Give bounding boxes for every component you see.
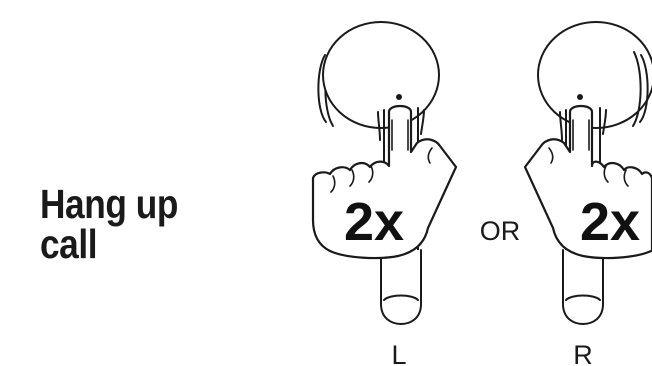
left-earbud-group: 2x L bbox=[313, 22, 456, 366]
right-earbud-group: 2x R bbox=[525, 22, 652, 366]
left-tap-count: 2x bbox=[344, 192, 404, 252]
right-side-label: R bbox=[573, 340, 593, 366]
connector-label: OR bbox=[480, 216, 521, 246]
right-tap-count: 2x bbox=[580, 192, 640, 252]
left-side-label: L bbox=[391, 340, 406, 366]
